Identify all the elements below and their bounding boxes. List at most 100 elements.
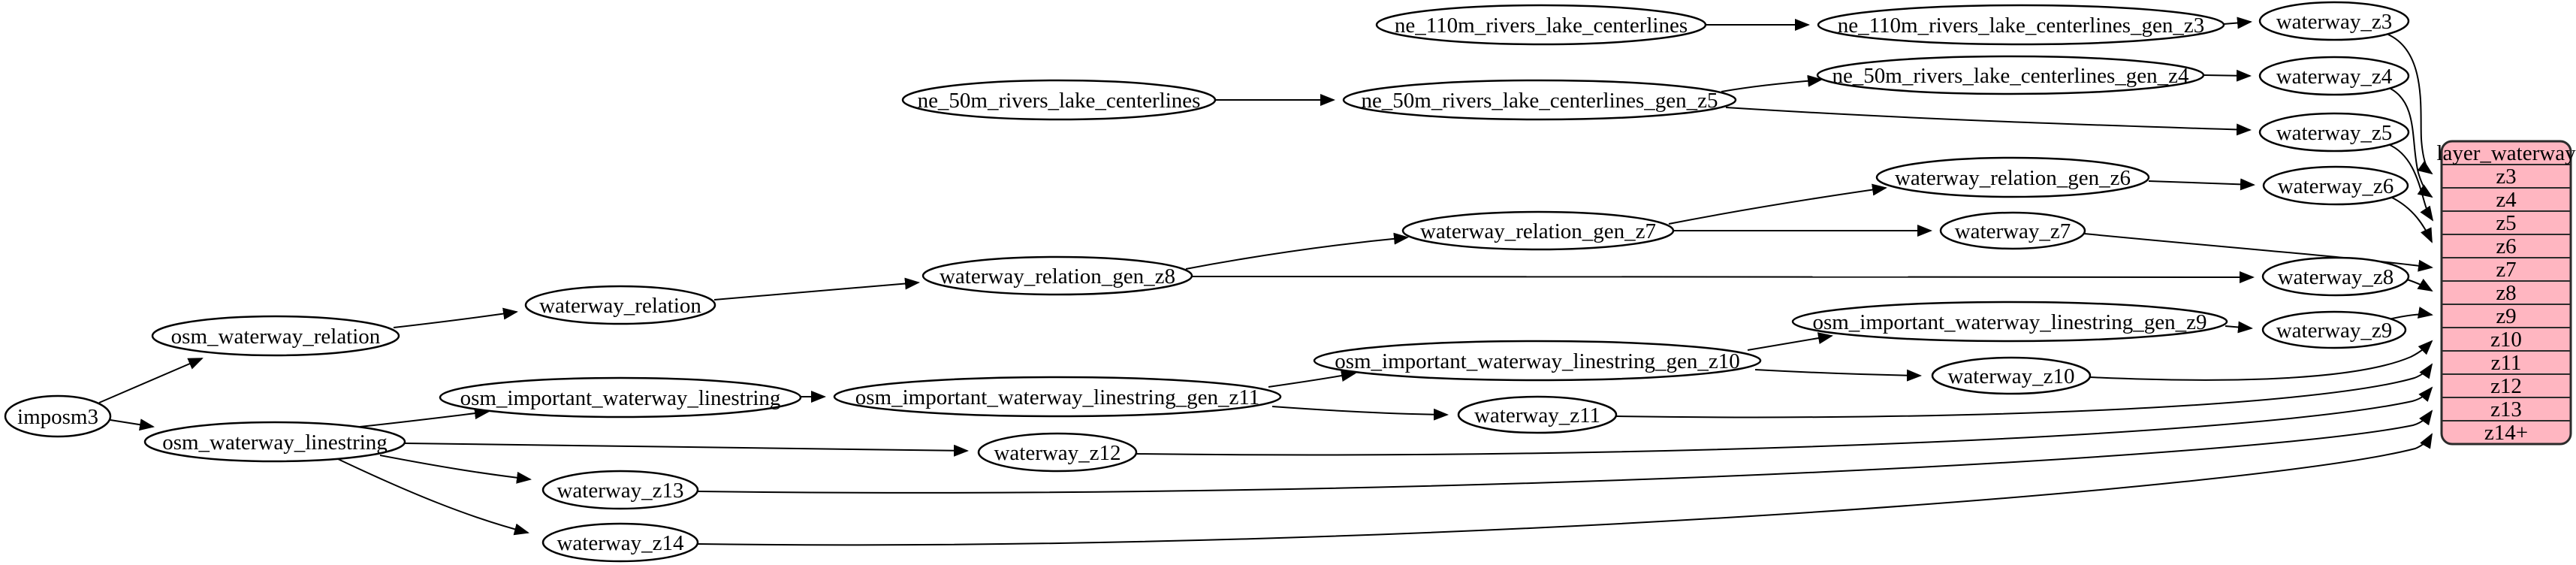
node-osm-important-waterway-linestring-gen-z10: osm_important_waterway_linestring_gen_z1… bbox=[1313, 340, 1762, 382]
node-waterway-z10-label: waterway_z10 bbox=[1947, 364, 2074, 388]
table-row-z14plus: z14+ bbox=[2484, 421, 2528, 445]
node-waterway-relation-gen-z6: waterway_relation_gen_z6 bbox=[1875, 156, 2150, 198]
node-ne-110m-rivers-lake-centerlines-label: ne_110m_rivers_lake_centerlines bbox=[1395, 14, 1688, 38]
node-osm-waterway-relation: osm_waterway_relation bbox=[151, 315, 400, 357]
table-row-z12: z12 bbox=[2490, 374, 2522, 398]
node-ne-110m-rivers-lake-centerlines-shape bbox=[1375, 4, 1707, 46]
edge-imposm3-to-osm-waterway-linestring bbox=[110, 418, 155, 431]
node-waterway-z13: waterway_z13 bbox=[541, 470, 699, 510]
edge-waterway-relation-to-gen-z8 bbox=[713, 277, 920, 301]
node-osm-important-waterway-linestring-shape bbox=[439, 376, 802, 418]
node-osm-important-waterway-linestring-gen-z9-label: osm_important_waterway_linestring_gen_z9 bbox=[1812, 310, 2206, 334]
edge-gen-z4-to-waterway-z4 bbox=[2203, 69, 2252, 82]
node-osm-important-waterway-linestring-gen-z10-label: osm_important_waterway_linestring_gen_z1… bbox=[1335, 349, 1740, 373]
table-row-z9: z9 bbox=[2496, 304, 2516, 328]
node-ne-110m-rivers-lake-centerlines: ne_110m_rivers_lake_centerlines bbox=[1375, 4, 1707, 46]
node-waterway-relation-gen-z8-shape bbox=[922, 255, 1193, 296]
table-row-z7: z7 bbox=[2496, 258, 2516, 282]
node-waterway-z4: waterway_z4 bbox=[2258, 56, 2410, 96]
edge-gen-z5-to-waterway-z5 bbox=[1725, 107, 2252, 136]
edge-gen-z3-to-waterway-z3 bbox=[2223, 17, 2252, 29]
layer-waterway-table: layer_waterway z3 z4 z5 z6 z7 z8 z9 z10 … bbox=[2436, 140, 2576, 446]
table-row-z6: z6 bbox=[2496, 234, 2516, 258]
edge-gen-z6-to-waterway-z6 bbox=[2148, 178, 2255, 191]
node-osm-waterway-linestring-shape bbox=[143, 421, 406, 463]
node-waterway-z7-label: waterway_z7 bbox=[1955, 219, 2071, 243]
node-waterway-z10-shape bbox=[1931, 356, 2092, 395]
edge-gen-z11-to-gen-z10 bbox=[1268, 370, 1356, 388]
node-waterway-z14-shape bbox=[541, 522, 699, 563]
node-ne-110m-rivers-lake-centerlines-gen-z3-label: ne_110m_rivers_lake_centerlines_gen_z3 bbox=[1838, 14, 2205, 38]
node-waterway-relation: waterway_relation bbox=[524, 285, 716, 325]
node-osm-waterway-relation-shape bbox=[151, 315, 400, 357]
table-row-z3: z3 bbox=[2496, 165, 2516, 189]
node-osm-important-waterway-linestring-gen-z9-shape bbox=[1791, 301, 2228, 343]
edge-gen-z11-to-waterway-z11 bbox=[1271, 406, 1449, 421]
node-waterway-z12-shape bbox=[977, 432, 1138, 473]
node-waterway-z5-shape bbox=[2258, 112, 2410, 153]
node-waterway-relation-gen-z7-label: waterway_relation_gen_z7 bbox=[1420, 219, 1656, 243]
node-osm-waterway-linestring-label: osm_waterway_linestring bbox=[162, 431, 388, 455]
node-waterway-z11-shape bbox=[1457, 395, 1618, 434]
node-waterway-z5: waterway_z5 bbox=[2258, 112, 2410, 153]
node-osm-important-waterway-linestring-label: osm_important_waterway_linestring bbox=[460, 386, 781, 410]
node-waterway-relation-gen-z7-shape bbox=[1401, 210, 1675, 251]
edge-waterway-z12-to-row-z12 bbox=[1136, 386, 2433, 456]
node-waterway-z7: waterway_z7 bbox=[1939, 211, 2086, 250]
node-waterway-z3: waterway_z3 bbox=[2258, 1, 2410, 41]
node-osm-important-waterway-linestring-gen-z10-shape bbox=[1313, 340, 1762, 382]
node-waterway-z7-shape bbox=[1939, 211, 2086, 250]
edge-osm-waterway-linestring-to-osm-important bbox=[359, 407, 490, 428]
node-waterway-z6: waterway_z6 bbox=[2262, 165, 2409, 206]
node-ne-110m-rivers-lake-centerlines-gen-z3-shape bbox=[1817, 4, 2225, 46]
table-title: layer_waterway bbox=[2436, 141, 2576, 165]
node-waterway-z9-shape bbox=[2261, 310, 2407, 349]
node-waterway-relation-gen-z7: waterway_relation_gen_z7 bbox=[1401, 210, 1675, 251]
node-osm-important-waterway-linestring-gen-z9: osm_important_waterway_linestring_gen_z9 bbox=[1791, 301, 2228, 343]
node-imposm3-label: imposm3 bbox=[17, 405, 98, 429]
node-waterway-relation-gen-z8-label: waterway_relation_gen_z8 bbox=[940, 264, 1175, 289]
node-waterway-z8: waterway_z8 bbox=[2261, 256, 2410, 297]
edge-osm-waterway-linestring-to-waterway-z12 bbox=[404, 443, 969, 457]
node-ne-50m-rivers-lake-centerlines-shape bbox=[901, 79, 1217, 121]
edge-waterway-z6-to-row-z6 bbox=[2390, 196, 2433, 243]
node-waterway-z3-shape bbox=[2258, 1, 2410, 41]
node-imposm3: imposm3 bbox=[4, 394, 112, 438]
node-waterway-z8-shape bbox=[2261, 256, 2410, 297]
edge-waterway-z8-to-row-z8 bbox=[2406, 278, 2433, 292]
edge-gen-z7-to-gen-z6 bbox=[1668, 183, 1887, 225]
node-ne-50m-rivers-lake-centerlines-label: ne_50m_rivers_lake_centerlines bbox=[918, 89, 1201, 113]
node-ne-50m-rivers-lake-centerlines-gen-z5: ne_50m_rivers_lake_centerlines_gen_z5 bbox=[1342, 79, 1737, 121]
edge-gen-z8-to-gen-z7 bbox=[1185, 232, 1409, 270]
edge-waterway-z7-to-row-z7 bbox=[2083, 233, 2433, 272]
edge-waterway-z14-to-row-z14plus bbox=[697, 433, 2433, 546]
node-waterway-z12-label: waterway_z12 bbox=[994, 441, 1121, 465]
table-row-z5: z5 bbox=[2496, 211, 2516, 235]
node-ne-50m-rivers-lake-centerlines-gen-z5-shape bbox=[1342, 79, 1737, 121]
edge-imposm3-to-osm-waterway-relation bbox=[98, 358, 204, 403]
node-osm-important-waterway-linestring-gen-z11: osm_important_waterway_linestring_gen_z1… bbox=[833, 376, 1282, 418]
node-waterway-relation-shape bbox=[524, 285, 716, 325]
node-osm-waterway-relation-label: osm_waterway_relation bbox=[171, 325, 381, 349]
node-ne-50m-rivers-lake-centerlines-gen-z4: ne_50m_rivers_lake_centerlines_gen_z4 bbox=[1816, 55, 2205, 95]
node-waterway-z10: waterway_z10 bbox=[1931, 356, 2092, 395]
node-waterway-z4-label: waterway_z4 bbox=[2276, 65, 2393, 89]
node-ne-50m-rivers-lake-centerlines: ne_50m_rivers_lake_centerlines bbox=[901, 79, 1217, 121]
node-waterway-z9: waterway_z9 bbox=[2261, 310, 2407, 349]
nodes: imposm3 osm_waterway_relation waterway_r… bbox=[4, 1, 2410, 563]
edge-waterway-z4-to-row-z4 bbox=[2390, 88, 2433, 198]
node-waterway-z12: waterway_z12 bbox=[977, 432, 1138, 473]
node-waterway-z13-label: waterway_z13 bbox=[557, 479, 683, 503]
node-ne-50m-rivers-lake-centerlines-gen-z4-label: ne_50m_rivers_lake_centerlines_gen_z4 bbox=[1832, 64, 2189, 88]
node-waterway-z14-label: waterway_z14 bbox=[557, 531, 684, 555]
edge-gen-z9-to-waterway-z9 bbox=[2225, 321, 2253, 334]
edge-waterway-z10-to-row-z10 bbox=[2089, 340, 2433, 381]
node-waterway-z8-label: waterway_z8 bbox=[2278, 265, 2394, 289]
node-waterway-relation-label: waterway_relation bbox=[539, 294, 701, 318]
node-waterway-relation-gen-z6-label: waterway_relation_gen_z6 bbox=[1895, 166, 2131, 190]
edge-gen-z10-to-gen-z9 bbox=[1747, 332, 1833, 351]
node-waterway-z13-shape bbox=[541, 470, 699, 510]
node-waterway-relation-gen-z6-shape bbox=[1875, 156, 2150, 198]
edge-gen-z5-to-gen-z4 bbox=[1721, 74, 1823, 92]
